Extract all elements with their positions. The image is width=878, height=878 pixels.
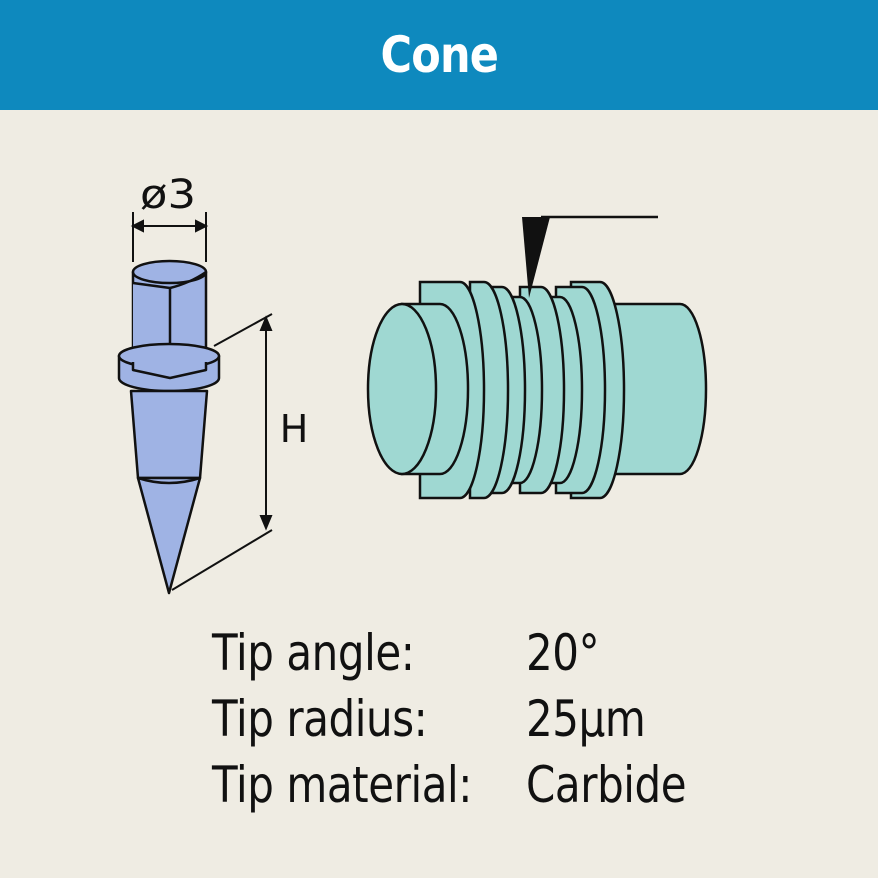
workpiece-right-body xyxy=(598,302,708,476)
workpiece-illustration xyxy=(366,280,708,500)
workpiece-left-face xyxy=(366,302,438,476)
header-bar: Cone xyxy=(0,0,878,110)
stylus-lower-shank xyxy=(129,389,209,480)
spec-value: 25µm xyxy=(526,690,646,748)
contact-stylus-tip xyxy=(522,217,550,298)
spec-value: 20° xyxy=(526,624,600,682)
height-dimension xyxy=(171,313,273,591)
diameter-label: ø3 xyxy=(140,172,196,218)
spec-label: Tip angle: xyxy=(212,624,415,682)
stylus-illustration xyxy=(117,259,221,595)
cone-stylus-diagram: ø3 H xyxy=(117,172,708,595)
spec-label: Tip material: xyxy=(212,756,473,814)
height-label: H xyxy=(280,407,309,451)
stylus-cone-tip xyxy=(136,476,202,595)
page-title: Cone xyxy=(380,26,498,84)
spec-label: Tip radius: xyxy=(212,690,428,748)
diameter-dimension xyxy=(130,212,209,262)
contact-stylus xyxy=(522,215,658,298)
spec-value: Carbide xyxy=(526,756,687,814)
